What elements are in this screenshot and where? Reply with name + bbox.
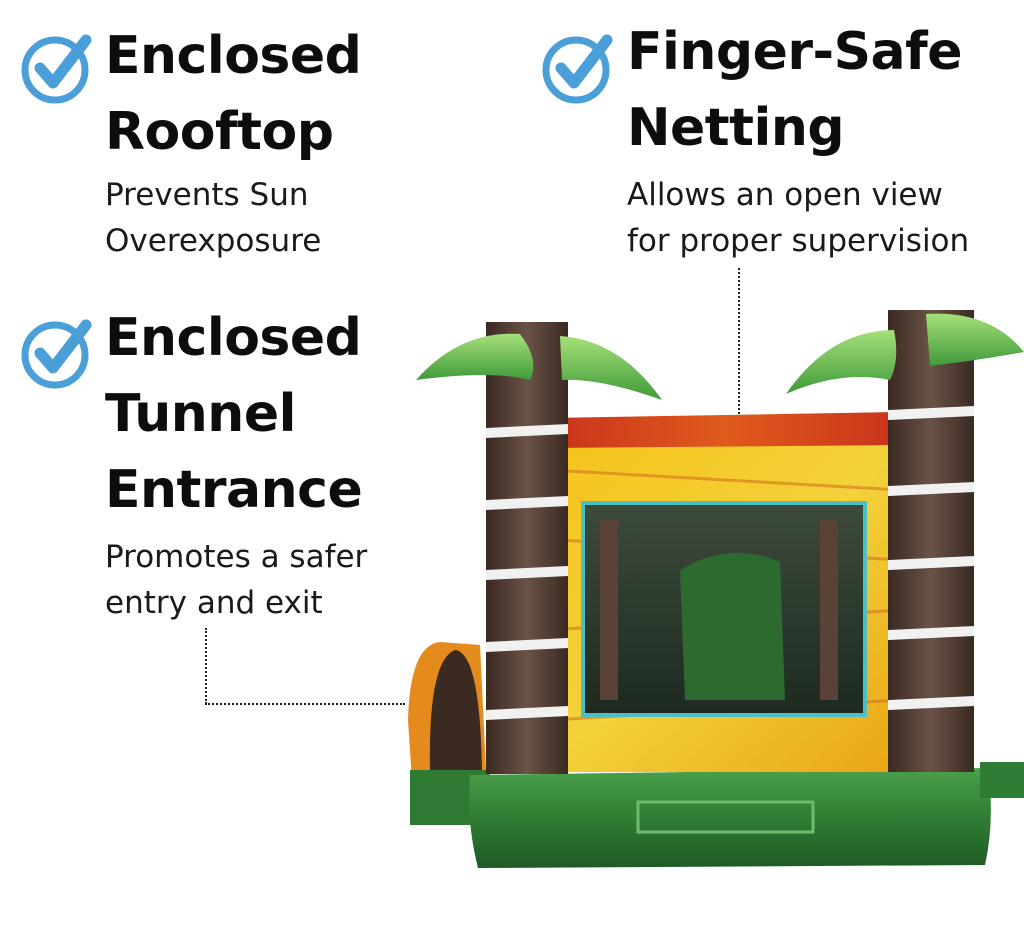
- feature-title-line: Enclosed: [105, 308, 362, 368]
- feature-description-line: Overexposure: [105, 223, 322, 259]
- feature-title-line: Entrance: [105, 460, 363, 520]
- check-circle-icon: [20, 315, 94, 389]
- feature-description-line: for proper supervision: [627, 223, 970, 259]
- feature-title-line: Netting: [627, 98, 845, 158]
- netting-leader-line: [738, 268, 740, 530]
- bounce-house-illustration: [408, 310, 1024, 868]
- check-circle-icon: [541, 30, 615, 104]
- feature-title-line: Enclosed: [105, 26, 362, 86]
- feature-title: Enclosed Rooftop: [105, 18, 362, 170]
- feature-description: Prevents Sun Overexposure: [105, 172, 321, 264]
- feature-title-line: Tunnel: [105, 384, 296, 444]
- feature-description-line: Allows an open view: [627, 177, 943, 213]
- feature-title-line: Finger-Safe: [627, 22, 963, 82]
- feature-description-line: Prevents Sun: [105, 177, 309, 213]
- feature-description: Promotes a safer entry and exit: [105, 534, 367, 626]
- tunnel-leader-line-vertical: [205, 628, 207, 704]
- feature-title-line: Rooftop: [105, 102, 334, 162]
- feature-title: Enclosed Tunnel Entrance: [105, 300, 363, 528]
- check-circle-icon: [20, 30, 94, 104]
- tunnel-leader-line-horizontal: [205, 703, 405, 705]
- feature-description: Allows an open view for proper supervisi…: [627, 172, 969, 264]
- feature-title: Finger-Safe Netting: [627, 14, 963, 166]
- feature-description-line: entry and exit: [105, 585, 323, 621]
- feature-description-line: Promotes a safer: [105, 539, 368, 575]
